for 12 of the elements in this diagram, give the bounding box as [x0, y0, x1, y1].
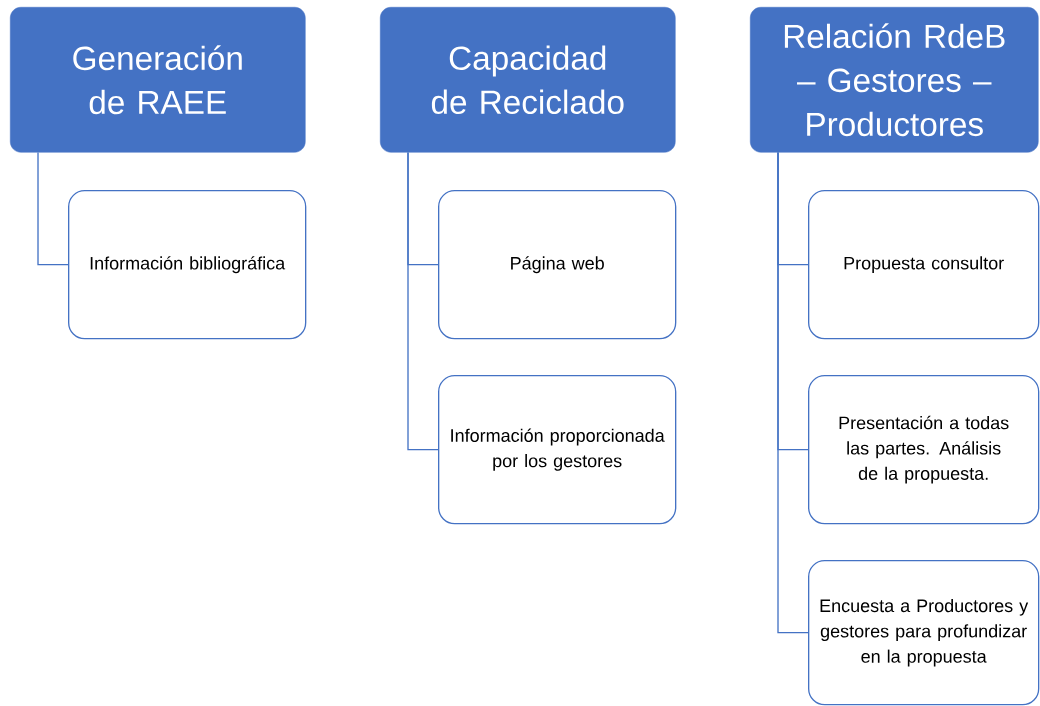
connector-line: [407, 151, 439, 451]
item-box: Propuesta consultor: [808, 190, 1040, 340]
connector-line: [37, 151, 69, 266]
item-box: Información bibliográfica: [68, 190, 307, 340]
header-box: Capacidad de Reciclado: [380, 7, 676, 153]
header-box: Relación RdeB – Gestores – Productores: [750, 7, 1039, 153]
item-box: Presentación a todas las partes. Análisis de la propuesta.: [808, 375, 1040, 525]
item-box: Encuesta a Productores y gestores para profundizar en la propuesta: [808, 560, 1040, 706]
item-box: Información proporcionada por los gestores: [438, 375, 677, 525]
connector-line: [777, 151, 809, 634]
header-box: Generación de RAEE: [10, 7, 306, 153]
item-box: Página web: [438, 190, 677, 340]
